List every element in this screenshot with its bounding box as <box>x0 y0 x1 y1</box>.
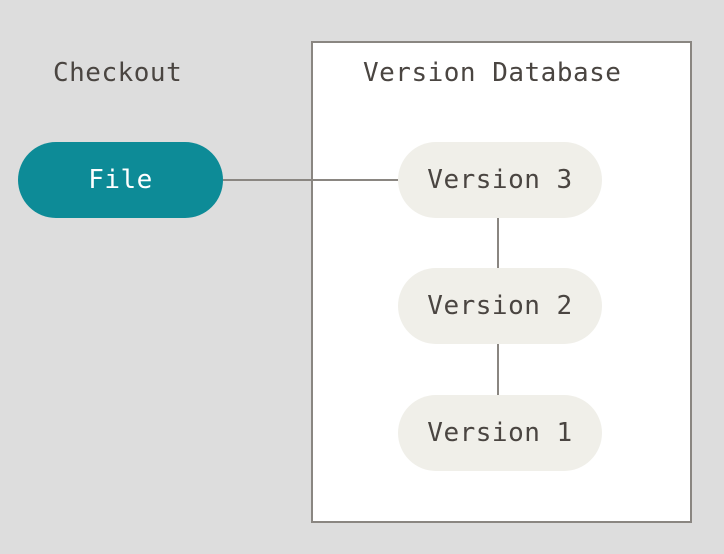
checkout-label: Checkout <box>53 58 183 88</box>
file-node: File <box>18 142 223 218</box>
version-3-to-version-2-connector <box>497 218 499 268</box>
version-2-node: Version 2 <box>398 268 602 344</box>
version-1-node: Version 1 <box>398 395 602 471</box>
file-to-version-3-connector <box>223 179 398 181</box>
version-database-title: Version Database <box>363 58 622 88</box>
version-3-node: Version 3 <box>398 142 602 218</box>
version-2-to-version-1-connector <box>497 344 499 395</box>
